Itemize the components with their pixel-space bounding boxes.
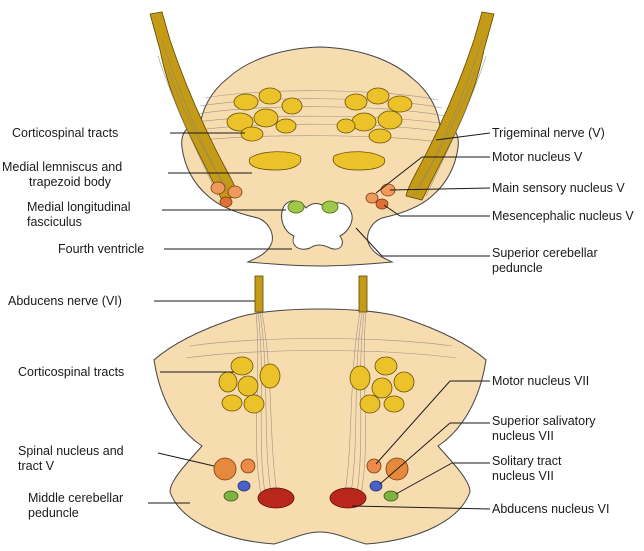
solitary-nucleus-left xyxy=(223,490,239,502)
label-medial-lemniscus-1: Medial lemniscus and xyxy=(2,160,122,174)
label-main-sensory-nucleus-v: Main sensory nucleus V xyxy=(492,181,625,195)
label-corticospinal-lower: Corticospinal tracts xyxy=(18,365,124,379)
label-solitary-1: Solitary tract xyxy=(492,454,562,468)
label-abducens-nerve: Abducens nerve (VI) xyxy=(8,294,122,308)
abducens-nerve-right xyxy=(358,275,368,313)
label-superior-cerebellar-1: Superior cerebellar xyxy=(492,246,598,260)
lower-corticospinal-bundles xyxy=(218,356,415,414)
label-mesencephalic-nucleus-v: Mesencephalic nucleus V xyxy=(492,209,634,223)
motor-nucleus-v-right xyxy=(365,192,379,204)
solitary-nucleus-right xyxy=(383,490,399,502)
upper-pons-section xyxy=(149,11,495,267)
label-motor-nucleus-v: Motor nucleus V xyxy=(492,150,583,164)
abducens-nucleus-left xyxy=(257,487,295,509)
label-middle-cerebellar-2: peduncle xyxy=(28,506,79,520)
label-mlf-1: Medial longitudinal xyxy=(27,200,131,214)
label-middle-cerebellar-1: Middle cerebellar xyxy=(28,491,123,505)
label-trigeminal-nerve: Trigeminal nerve (V) xyxy=(492,126,605,140)
upper-corticospinal-bundles xyxy=(226,87,413,144)
label-solitary-2: nucleus VII xyxy=(492,469,554,483)
medial-lemniscus xyxy=(248,151,386,171)
upper-nuclei-right xyxy=(365,183,396,210)
label-superior-cerebellar-2: peduncle xyxy=(492,261,543,275)
trigeminal-nerve-right xyxy=(405,11,495,201)
label-superior-salivatory-1: Superior salivatory xyxy=(492,414,596,428)
salivatory-nucleus-left xyxy=(237,480,251,492)
abducens-nerve-left xyxy=(254,275,264,313)
mlf-left xyxy=(287,200,305,214)
label-fourth-ventricle: Fourth ventricle xyxy=(58,242,144,256)
mesencephalic-nucleus-left xyxy=(219,196,233,208)
label-spinal-nucleus-2: tract V xyxy=(18,459,55,473)
transverse-pontine-fibers xyxy=(195,90,447,143)
abducens-nucleus-right xyxy=(329,487,367,509)
mesencephalic-nucleus-right xyxy=(375,198,389,210)
lower-transverse-fibers xyxy=(185,338,457,359)
lower-nuclei-left xyxy=(213,457,295,509)
label-spinal-nucleus-1: Spinal nucleus and xyxy=(18,444,124,458)
upper-nuclei-left xyxy=(210,181,243,208)
label-corticospinal-upper: Corticospinal tracts xyxy=(12,126,118,140)
label-abducens-nucleus: Abducens nucleus VI xyxy=(492,502,609,516)
mlf-right xyxy=(321,200,339,214)
label-mlf-2: fasciculus xyxy=(27,215,82,229)
label-superior-salivatory-2: nucleus VII xyxy=(492,429,554,443)
abducens-fibers-right xyxy=(343,311,367,501)
motor-nucleus-v-left xyxy=(227,185,243,199)
label-medial-lemniscus-2: trapezoid body xyxy=(29,175,112,189)
spinal-nucleus-v-left xyxy=(213,457,237,481)
main-sensory-nucleus-left xyxy=(210,181,226,195)
motor-nucleus-vii-left xyxy=(240,458,256,474)
leader-lines xyxy=(148,132,491,510)
label-motor-nucleus-vii: Motor nucleus VII xyxy=(492,374,589,388)
labels: Corticospinal tracts Medial lemniscus an… xyxy=(2,126,634,520)
fourth-ventricle xyxy=(281,200,353,250)
lower-pons-section xyxy=(153,275,487,545)
salivatory-nucleus-right xyxy=(369,480,383,492)
